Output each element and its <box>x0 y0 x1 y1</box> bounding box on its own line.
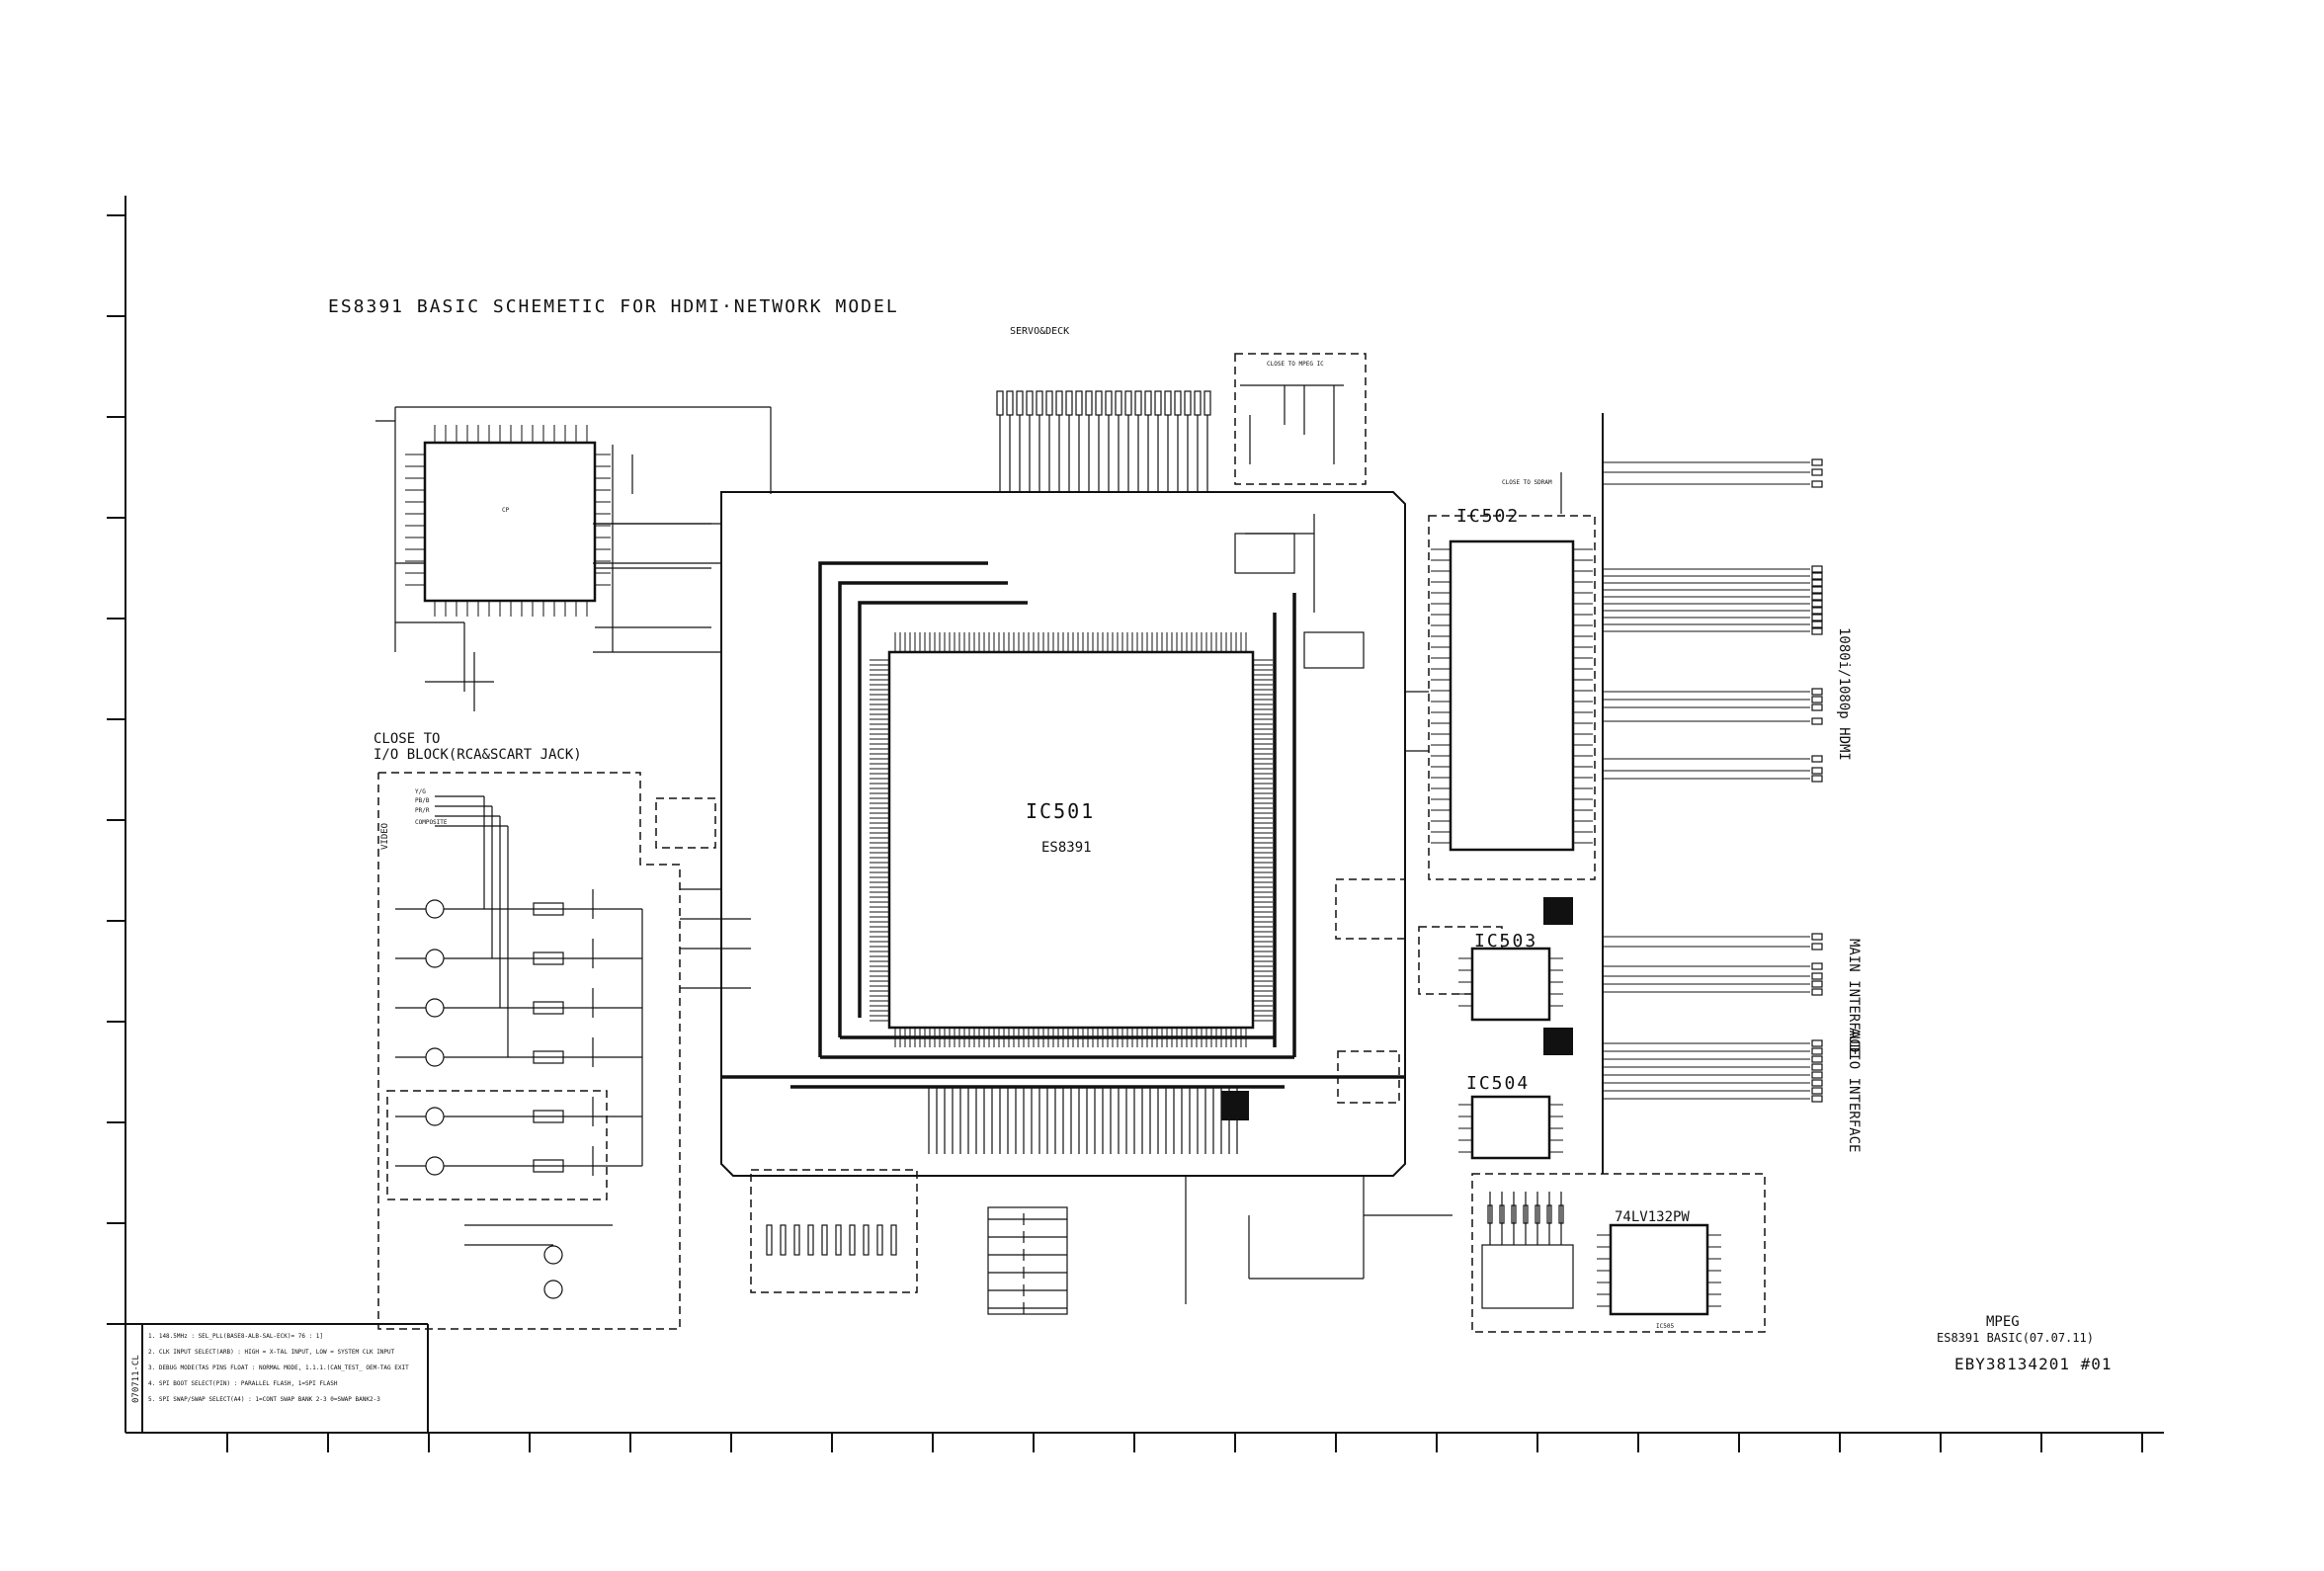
ic509-resistor-array <box>1481 1192 1574 1309</box>
clock-ic-block: CP <box>375 406 772 711</box>
bottom-net-stubs <box>928 1087 1238 1154</box>
note-3: 3. DEBUG MODE(TAS PINS FLOAT : NORMAL MO… <box>148 1364 409 1371</box>
ic503-block: IC503 <box>1418 897 1573 1055</box>
ic509-part: 74LV132PW <box>1615 1209 1690 1225</box>
note-4: 4. SPI BOOT SELECT(PIN) : PARALLEL FLASH… <box>148 1380 338 1387</box>
ic509-block: 74LV132PW IC505 <box>1471 1173 1766 1333</box>
ic504-pins <box>1458 1104 1563 1153</box>
schematic-title: ES8391 BASIC SCHEMETIC FOR HDMI·NETWORK … <box>328 296 899 317</box>
video-driver-stages <box>395 889 643 1299</box>
ic501-block: IC501 ES8391 <box>720 390 1406 1177</box>
note-2: 2. CLK INPUT SELECT(ARB) : HIGH = X-TAL … <box>148 1349 395 1356</box>
y-label: Y/G <box>415 788 426 795</box>
ic502-block: IC502 CLOSE TO SDRAM <box>1428 472 1596 880</box>
title-block-description: ES8391 BASIC(07.07.11) <box>1937 1331 2094 1345</box>
side-code: 070711-CL <box>131 1355 141 1403</box>
note-1: 1. 148.5MHz : SEL_PLL(BASE8-ALB-SAL-ECK)… <box>148 1333 323 1340</box>
clock-ic-label: CP <box>502 507 510 514</box>
ic502-ref: IC502 <box>1456 506 1520 527</box>
clock-ic-pins <box>405 425 611 617</box>
hdmi-label: 1080i/1080p HDMI <box>1836 627 1852 761</box>
servo-deck-ports <box>996 390 1211 492</box>
close-to-io-label-1: CLOSE TO <box>374 731 440 747</box>
ic502-pins <box>1431 548 1593 844</box>
ic504-ref: IC504 <box>1466 1073 1530 1094</box>
video-label: VIDEO <box>380 823 390 850</box>
close-to-sdram-label: CLOSE TO SDRAM <box>1502 479 1552 486</box>
servo-deck-label: SERVO&DECK <box>1010 326 1069 337</box>
ic504-block: IC504 <box>1458 1073 1563 1160</box>
pb-label: PB/B <box>415 797 430 804</box>
close-to-io-label-2: I/O BLOCK(RCA&SCART JACK) <box>374 747 582 763</box>
ic503-pins <box>1458 957 1563 1007</box>
decoupling-block <box>1221 1091 1249 1120</box>
notes-box: 070711-CL 1. 148.5MHz : SEL_PLL(BASE8-AL… <box>125 1323 429 1433</box>
pr-label: PR/R <box>415 807 430 814</box>
sheet-frame <box>107 196 2164 1452</box>
ic509-pins <box>1597 1234 1721 1307</box>
misc-wiring <box>593 514 1429 1304</box>
frame-ticks <box>226 1433 2143 1452</box>
capacitor-bank-elements <box>988 1213 1067 1314</box>
title-block-drawing-no: EBY38134201 #01 <box>1954 1355 2113 1373</box>
ic501-part: ES8391 <box>1041 840 1092 856</box>
video-signal-lines <box>435 795 509 1057</box>
close-to-mpeg-label: CLOSE TO MPEG IC <box>1267 361 1324 368</box>
bottom-resistor-banks <box>750 1169 1452 1315</box>
audio-interface-label: AUDIO INTERFACE <box>1846 1028 1862 1152</box>
composite-label: COMPOSITE <box>415 819 448 826</box>
note-5: 5. SPI SWAP/SWAP SELECT(A4) : 1=CONT SWA… <box>148 1396 380 1403</box>
main-interface-label: MAIN INTERFACE <box>1846 939 1862 1055</box>
ic505-ref: IC505 <box>1656 1323 1674 1330</box>
right-side-connectors <box>1603 458 1823 1103</box>
video-output-block: VIDEO COMPOSITE PB/B PR/R Y/G <box>377 772 681 1330</box>
close-to-mpeg-box: CLOSE TO MPEG IC <box>1234 353 1367 485</box>
resistor-bank-elements <box>766 1224 897 1256</box>
ic501-ref: IC501 <box>1026 799 1095 823</box>
ic503-ref: IC503 <box>1474 931 1537 951</box>
title-block-module: MPEG <box>1986 1314 2020 1330</box>
